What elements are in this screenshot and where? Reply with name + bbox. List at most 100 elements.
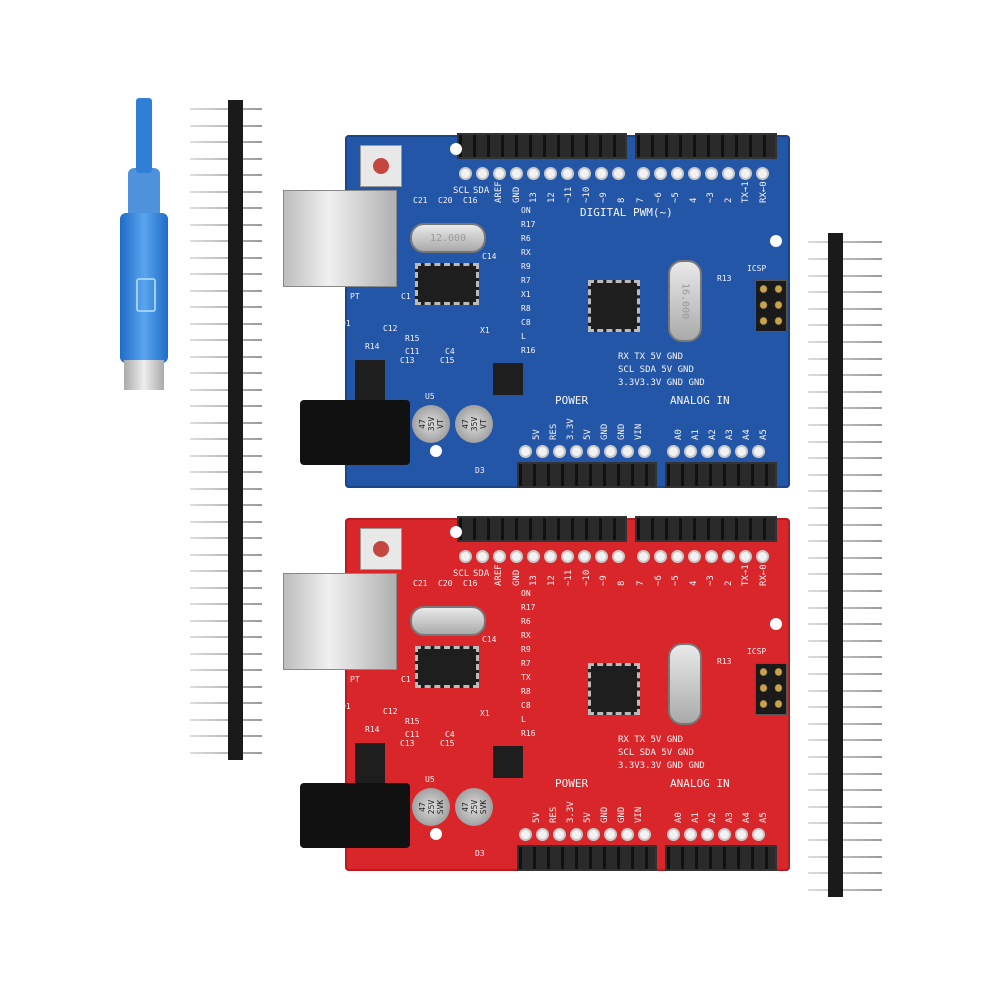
pin-hole [561, 167, 574, 180]
pin-hole [752, 445, 765, 458]
mounting-hole [770, 618, 782, 630]
pin-hole [476, 167, 489, 180]
power-pin-label: GND [617, 806, 627, 823]
capacitor-marking: 47 [460, 802, 470, 812]
op-amp-ic [493, 363, 523, 395]
component-label: R17 [521, 220, 536, 229]
header-pin [190, 388, 262, 391]
component-label: R8 [521, 687, 531, 696]
pin-label: 13 [529, 192, 539, 203]
header-pin [190, 289, 262, 292]
header-pin [808, 241, 882, 244]
header-pin [808, 805, 882, 808]
pin-hole [684, 445, 697, 458]
pin-hole [595, 167, 608, 180]
pin-label: AREF [494, 564, 504, 586]
header-pin [190, 223, 262, 226]
header-pin [808, 407, 882, 410]
analog-pin-label: A5 [759, 812, 769, 823]
pin-label: SDA [473, 186, 490, 196]
pin-label: 7 [636, 197, 646, 203]
header-pin [808, 324, 882, 327]
header-pin [190, 669, 262, 672]
pin-label: 8 [616, 197, 627, 203]
pin-label: ~6 [653, 575, 664, 586]
pin-hole [519, 445, 532, 458]
pin-hole [587, 828, 600, 841]
header-pin [808, 639, 882, 642]
usb-cable [118, 98, 173, 393]
header-pin [808, 357, 882, 360]
pin-label: 7 [636, 580, 646, 586]
pin-hole [612, 550, 625, 563]
capacitor-marking: 25V [426, 799, 436, 815]
mounting-hole [430, 445, 442, 457]
pin-hole [735, 445, 748, 458]
header-pin [190, 174, 262, 177]
digital-header-low [635, 133, 777, 159]
cable-plug-body [120, 213, 168, 363]
component-label: Q1 [341, 319, 351, 328]
component-label: X1 [521, 290, 531, 299]
header-pin [190, 751, 262, 754]
pin-hole [671, 550, 684, 563]
digital-pwm-title: DIGITAL PWM(~) [580, 206, 673, 219]
pin-label: 2 [723, 580, 734, 586]
pin-hole [553, 445, 566, 458]
pin-hole [722, 167, 735, 180]
serial-pin-label: RX TX 5V GND [618, 735, 684, 745]
header-pin [808, 623, 882, 626]
capacitor-marking: VT [478, 419, 488, 429]
pin-hole [718, 445, 731, 458]
header-pin [808, 772, 882, 775]
component-label: D3 [475, 849, 485, 858]
component-label: R6 [521, 234, 531, 243]
component-label: C12 [383, 707, 398, 716]
component-label: C20 [438, 196, 453, 205]
header-pin [808, 490, 882, 493]
component-label: U5 [425, 392, 435, 401]
capacitor-marking: 35V [469, 416, 479, 432]
pin-hole [570, 445, 583, 458]
pin-hole [688, 550, 701, 563]
header-pin [190, 487, 262, 490]
analog-pin-label: A4 [742, 429, 752, 440]
header-pin [808, 589, 882, 592]
component-label: C11 [405, 730, 420, 739]
component-label: PT [350, 292, 360, 301]
analog-in-title: ANALOG IN [670, 777, 730, 790]
header-pin [190, 108, 262, 111]
dc-barrel-jack [300, 400, 410, 465]
component-label: R8 [521, 304, 531, 313]
reset-button[interactable] [360, 528, 402, 570]
pin-hole [519, 828, 532, 841]
header-pin [808, 656, 882, 659]
component-label: R14 [365, 342, 380, 351]
component-label: C13 [400, 356, 415, 365]
pin-hole [510, 550, 523, 563]
component-label: C13 [400, 739, 415, 748]
pin-label: 4 [688, 580, 699, 586]
reset-button[interactable] [360, 145, 402, 187]
pin-hole [527, 550, 540, 563]
header-pin [190, 504, 262, 507]
power-header [517, 845, 657, 871]
mounting-hole [770, 235, 782, 247]
voltage-regulator [355, 743, 385, 783]
header-pin [808, 390, 882, 393]
header-pin [190, 355, 262, 358]
component-label: C11 [405, 347, 420, 356]
header-pin [190, 520, 262, 523]
icsp-header [755, 280, 787, 332]
header-pin [808, 689, 882, 692]
header-pin [190, 471, 262, 474]
header-pin [190, 421, 262, 424]
capacitor-marking: 47 [417, 419, 427, 429]
header-pin [808, 822, 882, 825]
component-label: C1 [401, 675, 411, 684]
pin-hole [705, 550, 718, 563]
pin-hole [570, 828, 583, 841]
digital-header-low [635, 516, 777, 542]
